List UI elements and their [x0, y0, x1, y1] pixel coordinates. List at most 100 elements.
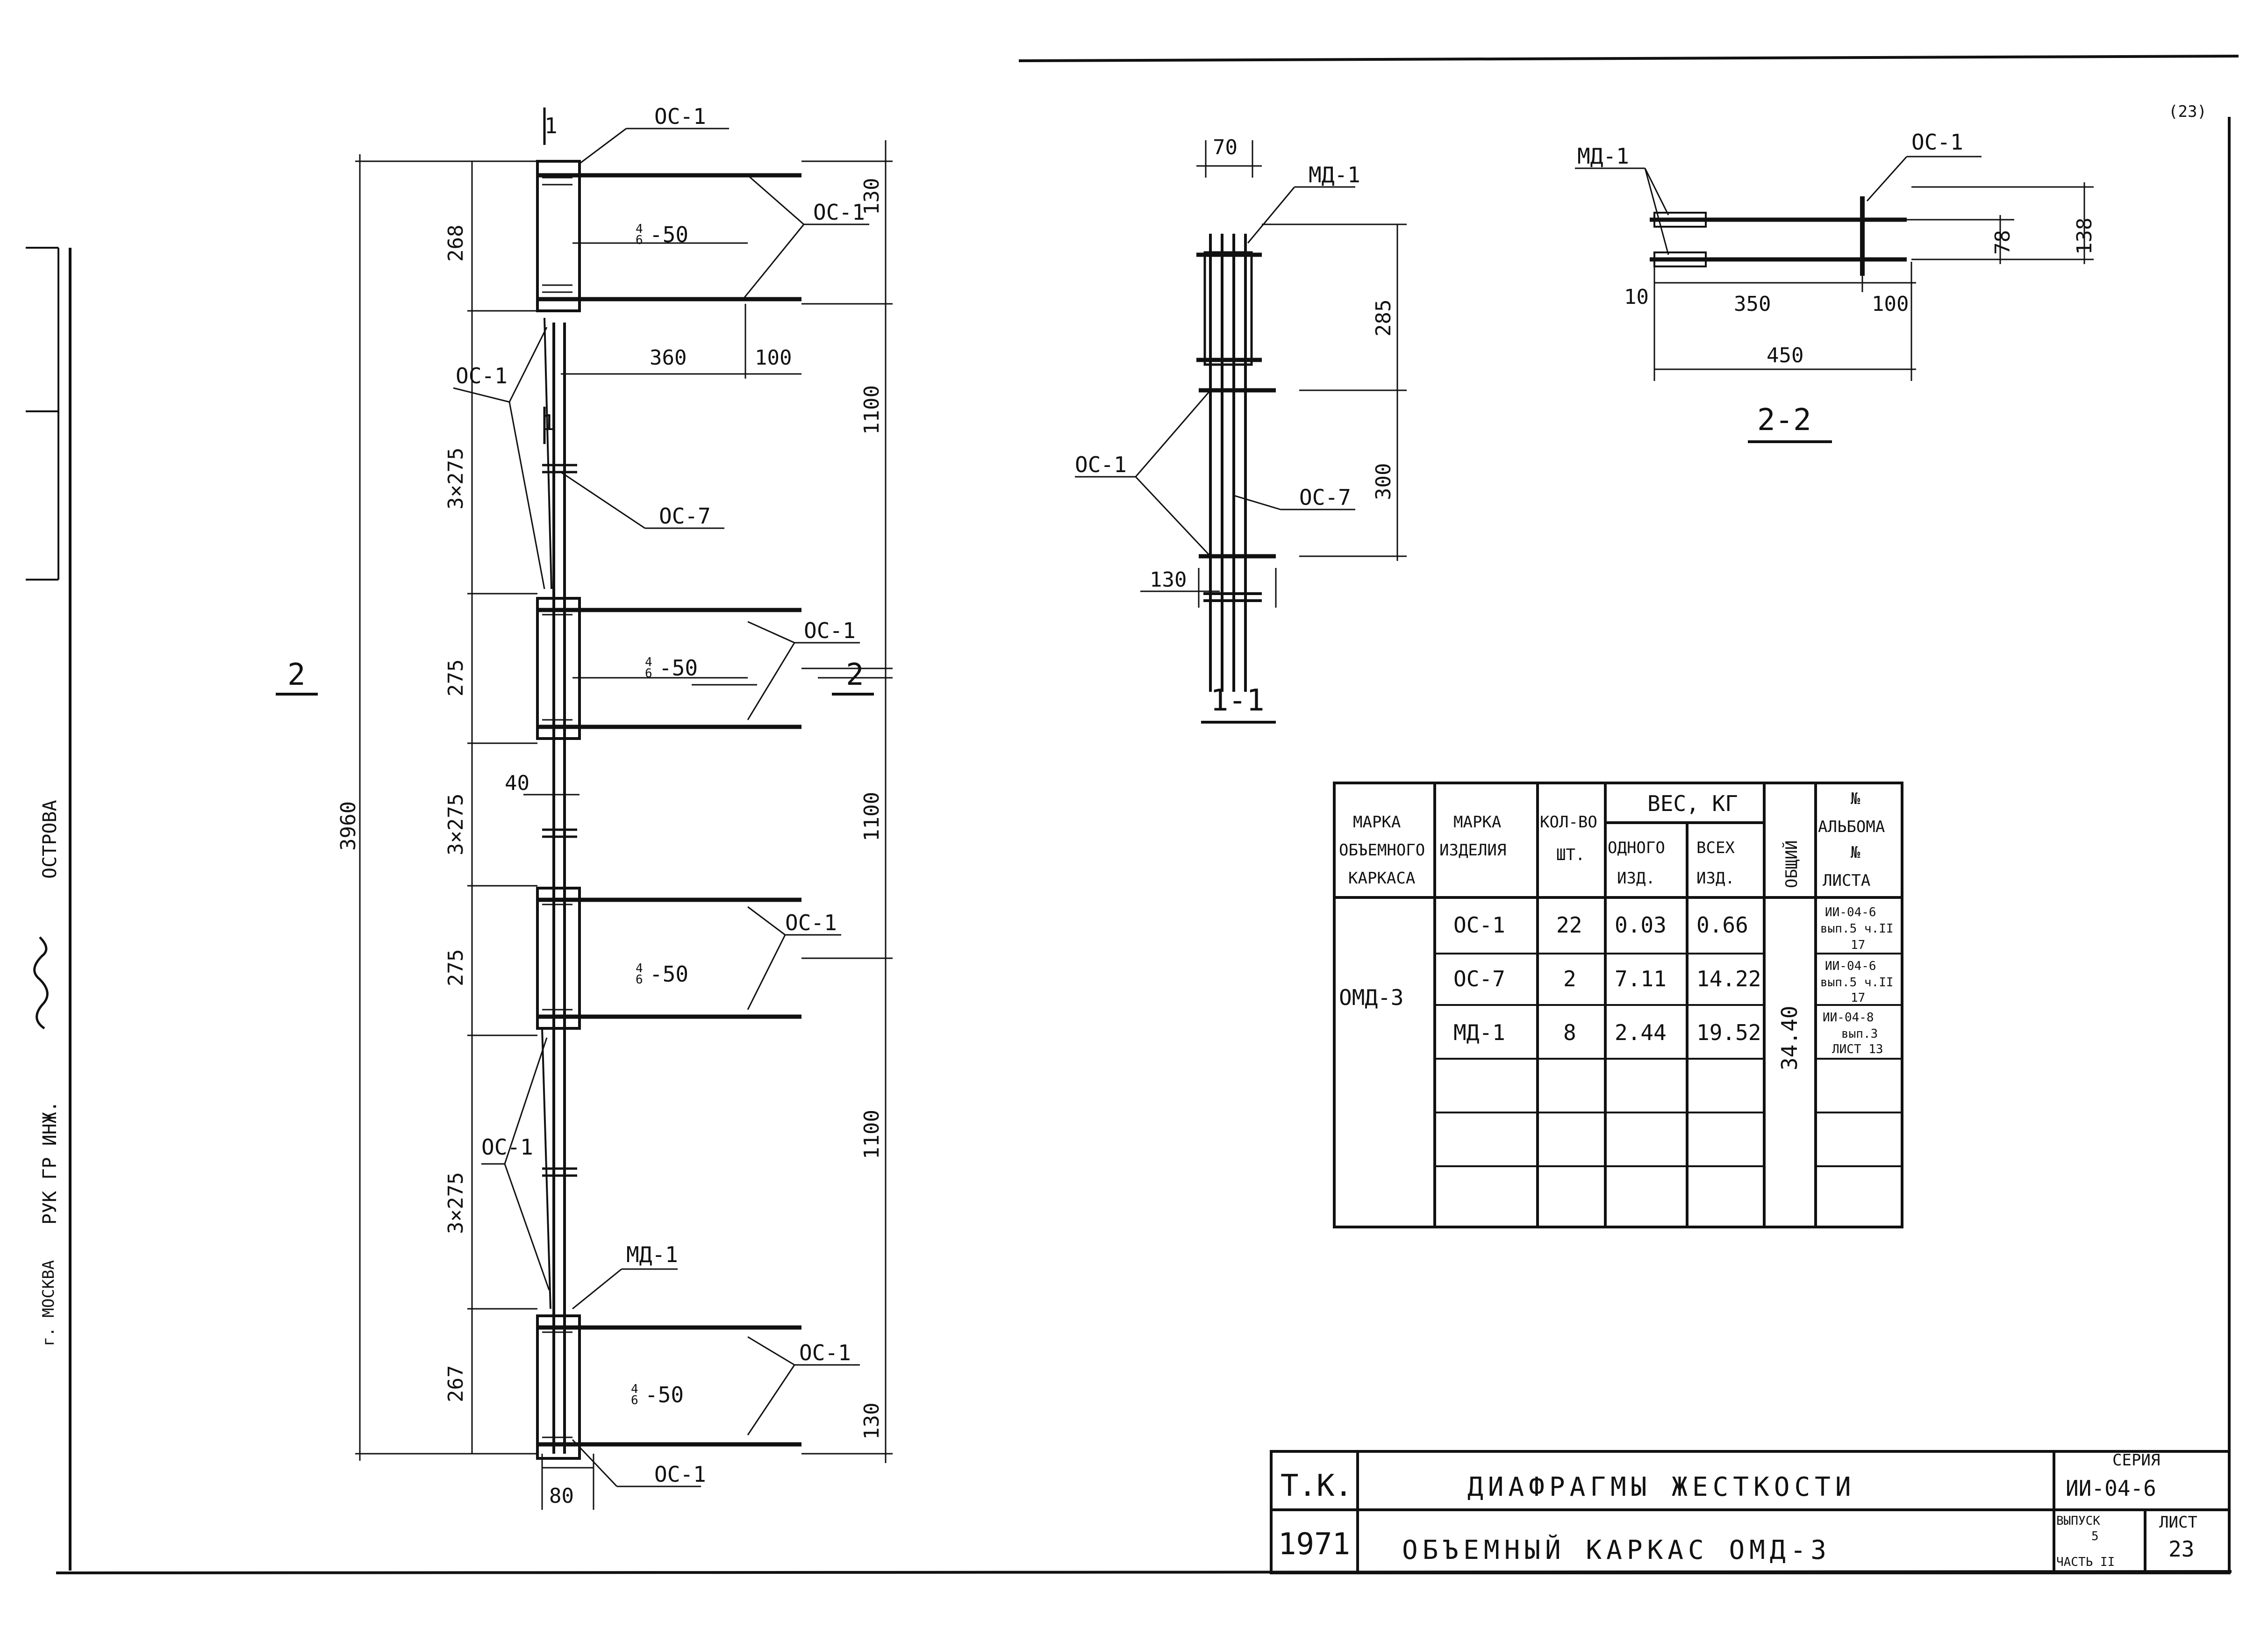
sheet-frame — [56, 55, 2239, 1574]
td-row1-ref-3: 17 — [1851, 938, 1865, 952]
vypusk-label: ВЫПУСК — [2056, 1514, 2100, 1528]
weld-frac-3-bot: 6 — [636, 973, 643, 987]
weld-mark-1: -50 — [650, 222, 688, 247]
td-karkas: ОМД-3 — [1339, 985, 1403, 1010]
th-kol-2: ШТ. — [1556, 846, 1585, 864]
label-os1-bottom: ОС-1 — [654, 1462, 706, 1487]
chast-label: ЧАСТЬ II — [2056, 1555, 2115, 1569]
dim-1100-c: 1100 — [860, 1110, 884, 1159]
th-vseh-2: ИЗД. — [1696, 869, 1735, 888]
td-row2-ref-1: ИИ-04-6 — [1825, 959, 1876, 973]
td-row3-ref-1: ИИ-04-8 — [1823, 1011, 1874, 1025]
side-stamp-ostrova: ОСТРОВА — [39, 800, 61, 879]
weld-frac-2-top: 4 — [645, 655, 652, 669]
th-ves: ВЕС, КГ — [1647, 791, 1738, 816]
dim-275-b: 275 — [444, 949, 468, 986]
weld-frac-1-bot: 6 — [636, 233, 643, 247]
elevation-dimension-lines — [355, 140, 893, 1510]
td-row3-ref-2: вып.3 — [1841, 1027, 1878, 1041]
title-sub: ОБЪЕМНЫЙ КАРКАС ОМД-3 — [1402, 1535, 1831, 1565]
weld-frac-2-bot: 6 — [645, 667, 652, 681]
td-row3-all: 19.52 — [1696, 1020, 1761, 1045]
weld-mark-3: -50 — [650, 962, 688, 987]
section-2-2-title: 2-2 — [1757, 403, 1811, 438]
title-block — [1270, 1450, 2231, 1574]
signature-scribble — [33, 936, 49, 1030]
dim-300: 300 — [1372, 463, 1395, 500]
dim-3x275-top: 3×275 — [444, 448, 468, 510]
label-os7: ОС-7 — [659, 503, 711, 529]
dim-360: 360 — [650, 346, 687, 370]
label-os1-left-bot: ОС-1 — [481, 1134, 533, 1160]
td-row3-one: 2.44 — [1615, 1020, 1667, 1045]
th-obsh: ОБЩИЙ — [1782, 840, 1801, 888]
label-os1-right-top: ОС-1 — [813, 200, 865, 225]
th-vseh-1: ВСЕХ — [1696, 839, 1735, 857]
section-2-2 — [1650, 196, 1953, 276]
td-row2-qty: 2 — [1563, 966, 1576, 991]
td-row2-one: 7.11 — [1615, 966, 1667, 991]
dim-275-a: 275 — [444, 660, 468, 696]
dim-1100-a: 1100 — [860, 385, 884, 435]
dim-268: 268 — [444, 225, 468, 262]
weld-frac-3-top: 4 — [636, 962, 643, 976]
dim-130-top: 130 — [860, 178, 884, 215]
label-os1-sec22: ОС-1 — [1911, 129, 1963, 155]
cut-marker-1-top: 1 — [544, 113, 558, 138]
td-row2-all: 14.22 — [1696, 966, 1761, 991]
cut-marker-2-right: 2 — [846, 658, 864, 692]
label-os1-right-4: ОС-1 — [799, 1340, 851, 1365]
td-row2-ref-3: 17 — [1851, 991, 1865, 1005]
label-os1-sec11: ОС-1 — [1075, 452, 1127, 477]
td-row1-ref-2: вып.5 ч.II — [1820, 922, 1894, 936]
title-year: 1971 — [1278, 1527, 1350, 1562]
dim-3x275-bot: 3×275 — [444, 1172, 468, 1234]
spec-table-rows — [1435, 953, 1902, 1167]
weld-frac-4-bot: 6 — [631, 1393, 638, 1407]
section-1-1 — [1196, 234, 1276, 692]
dim-78: 78 — [1991, 230, 2015, 255]
th-kol-1: КОЛ-ВО — [1540, 813, 1597, 832]
td-row1-all: 0.66 — [1696, 912, 1748, 938]
dim-100: 100 — [755, 346, 792, 370]
td-total: 34.40 — [1777, 1006, 1802, 1070]
td-row2-ref-2: вып.5 ч.II — [1820, 976, 1894, 990]
page-stamp: (23) — [2168, 102, 2207, 121]
title-main: ДИАФРАГМЫ ЖЕСТКОСТИ — [1467, 1472, 1856, 1502]
weld-frac-1-top: 4 — [636, 222, 643, 236]
elevation-frame — [536, 160, 801, 1460]
dim-3x275-mid: 3×275 — [444, 794, 468, 855]
label-md1-sec22: МД-1 — [1577, 144, 1629, 169]
vypusk-value: 5 — [2091, 1529, 2099, 1543]
th-marka-izd-2: ИЗДЕЛИЯ — [1439, 841, 1506, 860]
dim-3960: 3960 — [336, 801, 360, 851]
td-row1-ref-1: ИИ-04-6 — [1825, 905, 1876, 919]
th-odnogo-1: ОДНОГО — [1608, 839, 1665, 857]
side-stamp-strip — [26, 247, 59, 581]
label-md1-elev: МД-1 — [626, 1242, 678, 1267]
label-md1-sec11: МД-1 — [1309, 162, 1360, 187]
label-os1-right-3: ОС-1 — [785, 910, 837, 935]
seria-value: ИИ-04-6 — [2066, 1476, 2156, 1501]
dim-350: 350 — [1734, 292, 1771, 316]
section-1-1-dims — [1075, 140, 1407, 608]
title-tk: Т.К. — [1281, 1469, 1352, 1503]
dim-267: 267 — [444, 1365, 468, 1402]
label-os1-top: ОС-1 — [654, 104, 706, 129]
dim-80: 80 — [549, 1484, 574, 1508]
elevation-leaders — [453, 128, 893, 1487]
dim-130-bot: 130 — [860, 1403, 884, 1440]
td-row1-one: 0.03 — [1615, 912, 1667, 938]
td-row3-ref-3: ЛИСТ 13 — [1832, 1042, 1883, 1056]
weld-frac-4-top: 4 — [631, 1382, 638, 1396]
list-label: ЛИСТ — [2159, 1513, 2197, 1532]
side-stamp-city: г. МОСКВА — [39, 1260, 58, 1346]
th-albom-1: № — [1851, 789, 1860, 808]
seria-label: СЕРИЯ — [2112, 1451, 2160, 1470]
th-odnogo-2: ИЗД. — [1617, 869, 1655, 888]
td-row3-qty: 8 — [1563, 1020, 1576, 1045]
dim-138: 138 — [2073, 218, 2096, 255]
weld-mark-2: -50 — [659, 655, 698, 681]
side-stamp-ruk: РУК ГР ИНЖ. — [39, 1101, 61, 1225]
